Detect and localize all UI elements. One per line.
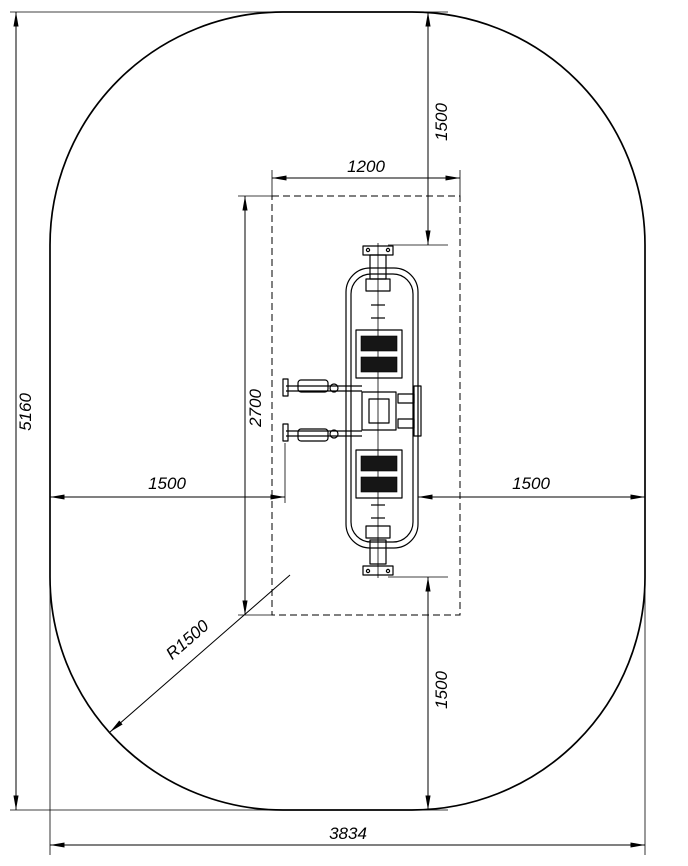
equipment-hub-inner [368, 398, 390, 424]
dim-label-overall-width: 3834 [329, 824, 367, 843]
equipment-bolt [385, 247, 391, 253]
equipment-arm-pad [297, 428, 329, 442]
equipment-lower-seat-pad [360, 476, 398, 493]
dim-label-corner-radius: R1500 [162, 616, 213, 664]
equipment-right-bracket [397, 393, 415, 404]
equipment-handle-cap [282, 378, 289, 397]
equipment-zone-dashed-rect [271, 195, 461, 616]
equipment-right-bracket [397, 418, 415, 429]
dim-label-overall-height: 5160 [16, 393, 35, 431]
equipment-bolt [365, 568, 371, 574]
equipment-lower-seat-pad [360, 455, 398, 472]
dim-label-clearance-bottom: 1500 [432, 671, 451, 709]
dim-label-clearance-top: 1500 [432, 103, 451, 141]
equipment-upper-seat-frame [355, 329, 403, 379]
equipment-arm-pad [297, 379, 329, 393]
equipment-pivot [329, 383, 339, 393]
equipment-upper-seat-pad [360, 335, 398, 352]
equipment-rail-outer [345, 267, 419, 549]
equipment-plan-view [282, 243, 422, 578]
equipment-lower-seat-frame [355, 449, 403, 499]
equipment-bottom-bar [362, 565, 394, 576]
equipment-handle-cap [282, 423, 289, 442]
radius-leader-line [109, 574, 291, 733]
equipment-right-post [413, 385, 422, 437]
equipment-bolt [365, 247, 371, 253]
equipment-rail-inner [350, 273, 414, 543]
equipment-bottom-post [369, 539, 387, 565]
equipment-bolt [385, 568, 391, 574]
equipment-pivot [329, 429, 339, 439]
equipment-top-base [365, 278, 391, 292]
safety-zone-boundary [49, 11, 646, 811]
dim-label-zone-width: 1200 [347, 157, 385, 176]
equipment-upper-seat-pad [360, 356, 398, 373]
dim-label-clearance-left: 1500 [148, 474, 186, 493]
equipment-hub [361, 391, 397, 431]
dim-label-zone-height: 2700 [246, 389, 265, 428]
equipment-bottom-base [365, 525, 391, 539]
dim-label-clearance-right: 1500 [512, 474, 550, 493]
